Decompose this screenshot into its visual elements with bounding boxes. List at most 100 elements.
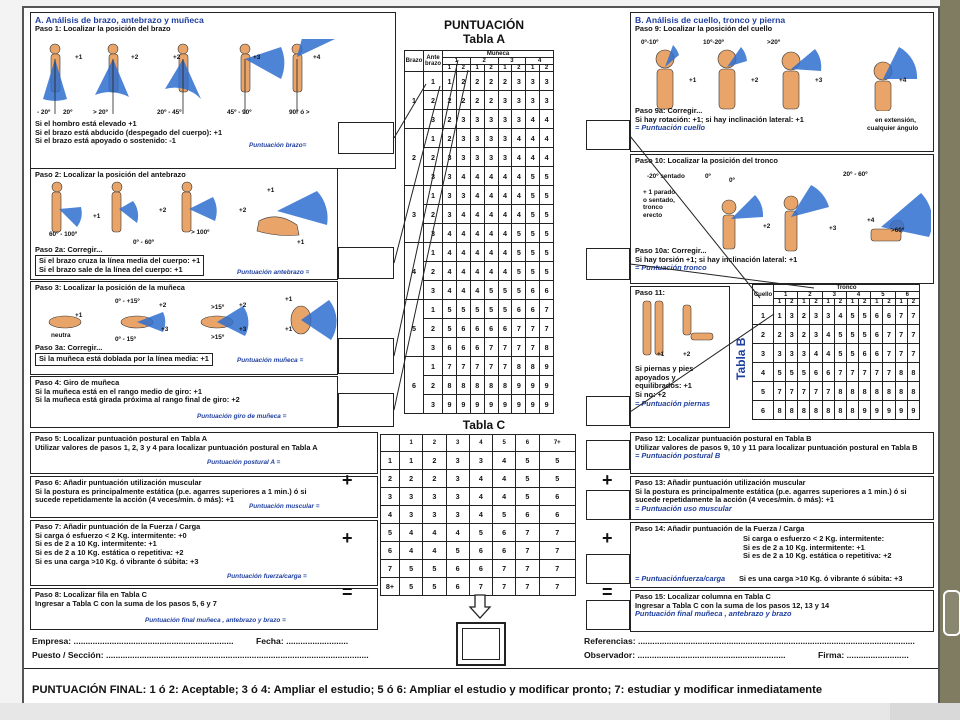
tabla-c-cell: 7 [538, 523, 576, 542]
arm-figures [43, 39, 335, 114]
antebrazo-row-header: 2 [423, 375, 443, 395]
tronco-header: Tronco [773, 284, 920, 292]
tabla-a-cell: 4 [455, 280, 471, 300]
tabla-a-cell: 7 [539, 299, 554, 319]
tabla-a-cell: 4 [511, 166, 527, 186]
tabla-b-cell: 7 [845, 362, 860, 382]
tabla-c-cell: 7 [538, 541, 576, 560]
brazo-header: Brazo [404, 50, 424, 72]
tabla-c-cell: 6 [538, 487, 576, 506]
tabla-c-row-header: 4 [380, 505, 400, 524]
p14-line-3: Si es de 2 a 10 Kg. estática o repetitiv… [743, 551, 892, 561]
piernas-col-0: 1 [772, 298, 787, 306]
tabla-c-cell: 5 [422, 577, 447, 596]
p3-score-4: +2 [239, 302, 247, 309]
p10-line-c: tronco [643, 204, 663, 212]
p2-line-1: Si el brazo cruza la línea media del cue… [39, 256, 201, 265]
footer-firma[interactable]: Firma: .......................... [818, 650, 909, 660]
tabla-c-cell: 5 [422, 559, 447, 578]
p14-line-2: Si es de 2 a 10 Kg. intermitente: +1 [743, 542, 865, 552]
tabla-a-cell: 4 [511, 147, 527, 167]
antebrazo-row-header: 3 [423, 109, 443, 129]
tabla-a-cell: 2 [469, 71, 485, 91]
tabla-c-col-3: 3 [445, 434, 470, 452]
brazo-score-field-box[interactable] [338, 122, 394, 154]
footer-empresa[interactable]: Empresa: ...............................… [32, 636, 234, 646]
piernas-score-field[interactable] [586, 396, 630, 426]
antebrazo-score-field[interactable] [338, 247, 394, 279]
tabla-a-cell: 9 [511, 394, 527, 414]
p10-score-3: +4 [867, 217, 875, 224]
postural-b-score-field[interactable] [586, 440, 630, 470]
tabla-c-cell: 6 [468, 559, 494, 578]
tabla-a-cell: 5 [525, 166, 541, 186]
tabla-a-cell: 8 [539, 337, 554, 357]
tabla-c-col-2: 2 [422, 434, 447, 452]
plus-sign-b1: + [602, 470, 613, 490]
cuello-row-header: 3 [752, 343, 774, 363]
tabla-b-cell: 2 [797, 324, 811, 344]
tronco-score-field[interactable] [586, 248, 630, 280]
tabla-a-cell: 7 [442, 356, 457, 376]
p9-line-1: Si hay rotación: +1; si hay inclinación … [635, 114, 804, 124]
tronco-col-3: 3 [821, 291, 847, 299]
giro-col-2: 1 [469, 64, 485, 72]
p1-angle-4: 20º - 45º [157, 109, 182, 116]
footer-referencias[interactable]: Referencias: ...........................… [584, 636, 915, 646]
uso-muscular-score-field[interactable] [586, 490, 630, 520]
tabla-c-cell: 6 [445, 577, 470, 596]
tabla-b-cell: 9 [882, 400, 896, 420]
tabla-a-cell: 4 [442, 223, 457, 243]
p3-score-2: +2 [159, 302, 167, 309]
tabla-a-cell: 3 [497, 90, 513, 110]
tabla-a-cell: 4 [455, 242, 471, 262]
tabla-a-cell: 5 [525, 223, 541, 243]
paso-12-box: Paso 12: Localizar puntuación postural e… [630, 432, 934, 474]
fuerza-carga-b-score-field[interactable] [586, 554, 630, 584]
p3-angle-4: >15º [211, 304, 225, 311]
tabla-a-cell: 5 [442, 318, 457, 338]
tabla-a-cell: 3 [442, 147, 457, 167]
down-arrow-icon [468, 594, 492, 619]
tabla-c-cell: 4 [468, 487, 494, 506]
p3-correct: Paso 3a: Corregir... [35, 343, 103, 352]
final-score-field[interactable] [456, 622, 506, 666]
paso-14-title: Paso 14: Añadir puntuación de la Fuerza … [635, 524, 805, 533]
giro-col-4: 1 [497, 64, 513, 72]
footer-fecha[interactable]: Fecha: .......................... [256, 636, 349, 646]
footer-observador[interactable]: Observador: ............................… [584, 650, 786, 660]
tabla-a-cell: 4 [497, 261, 513, 281]
antebrazo-row-header: 2 [423, 261, 443, 281]
final-b-score-field[interactable] [586, 600, 630, 630]
tabla-c-cell: 5 [515, 451, 540, 470]
p1-score-1: +1 [75, 54, 83, 61]
p14-line-1: Si carga o esfuerzo < 2 Kg. intermitente… [743, 534, 885, 543]
tabla-b-cell: 7 [906, 324, 921, 344]
p14-line-4: Si es una carga >10 Kg. ó vibrante ó súb… [739, 574, 903, 583]
tabla-a-cell: 4 [469, 261, 485, 281]
footer-puesto[interactable]: Puesto / Sección: ......................… [32, 650, 369, 660]
cuello-score-field[interactable] [586, 120, 630, 150]
cuello-row-header: 1 [752, 305, 774, 325]
tabla-a-cell: 3 [497, 128, 513, 148]
muneca-score-field[interactable] [338, 338, 394, 374]
p9-score-1: +1 [689, 77, 697, 84]
tabla-c-cell: 7 [538, 559, 576, 578]
tabla-a-cell: 6 [455, 337, 471, 357]
sidebar-tab[interactable] [943, 590, 960, 636]
giro-col-7: 2 [539, 64, 554, 72]
tabla-c-cell: 5 [515, 469, 540, 488]
tabla-c-cell: 4 [491, 469, 517, 488]
tabla-b-cell: 6 [821, 362, 835, 382]
tabla-c-cell: 5 [538, 469, 576, 488]
piernas-col-4: 1 [821, 298, 835, 306]
giro-muneca-score-field[interactable] [338, 393, 394, 427]
plus-sign-a2: + [342, 528, 353, 548]
tabla-b-cell: 3 [772, 343, 787, 363]
p10-angle-2: 0º [705, 173, 711, 180]
p1-score-5: +4 [313, 54, 321, 61]
